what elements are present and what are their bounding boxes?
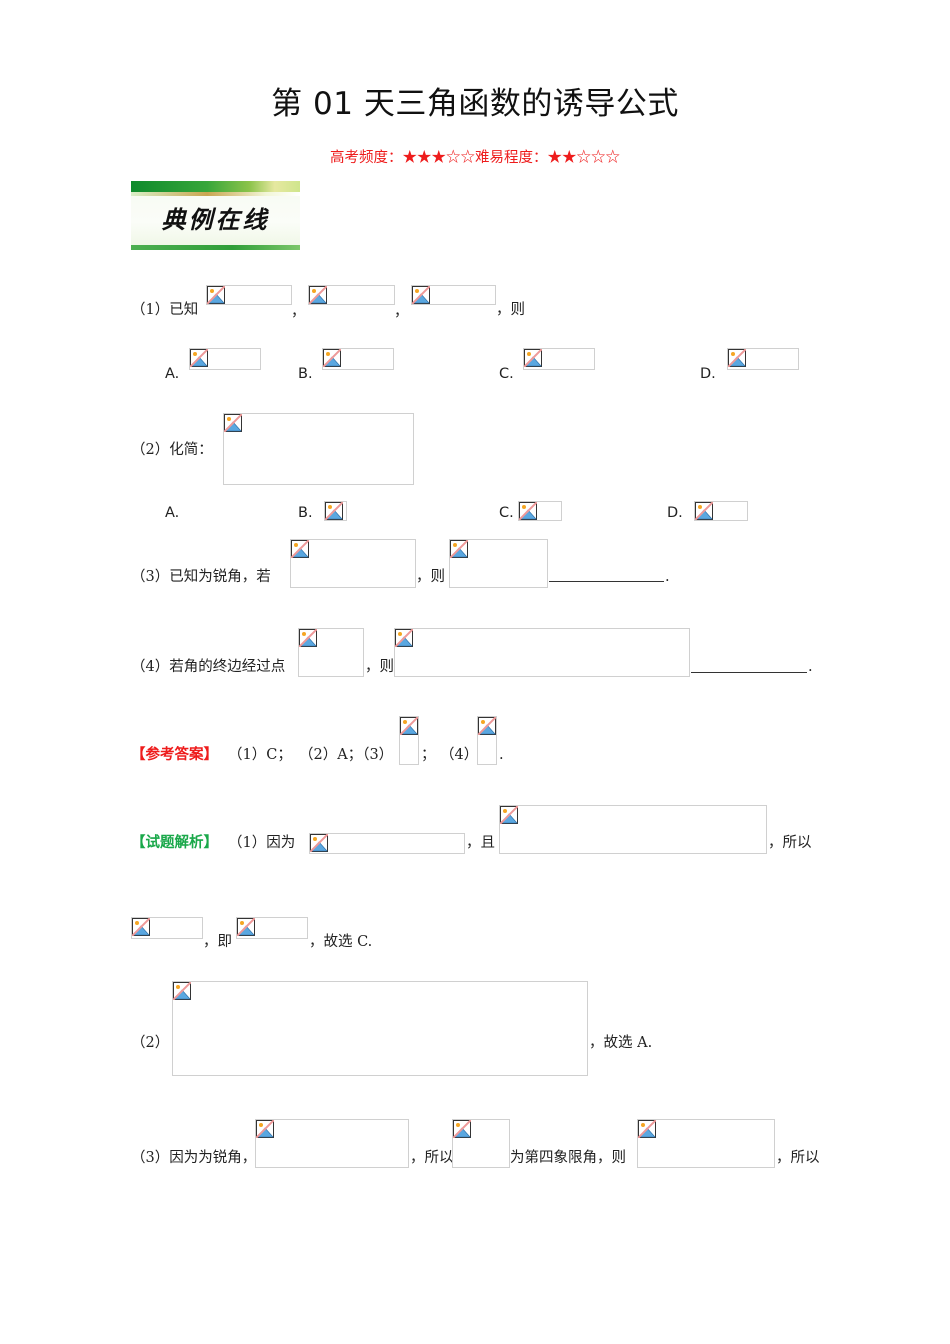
broken-image-icon — [728, 349, 746, 367]
q1-sep1: ， — [291, 304, 306, 320]
formula-image — [322, 348, 394, 370]
q4-mid: ，则 — [365, 659, 394, 675]
answer-part1: （1）C； — [228, 747, 292, 763]
broken-image-icon — [325, 502, 343, 520]
formula-image — [477, 716, 497, 765]
broken-image-icon — [695, 502, 713, 520]
broken-image-icon — [524, 349, 542, 367]
analysis-p3-mid2: 为第四象限角，则 — [510, 1150, 626, 1166]
broken-image-icon — [453, 1120, 471, 1138]
analysis-label: 【试题解析】 — [131, 835, 218, 851]
formula-image — [309, 833, 465, 854]
broken-image-icon — [500, 806, 518, 824]
q1-suffix: ，则 — [496, 302, 525, 318]
broken-image-icon — [299, 629, 317, 647]
q2-option-a: A. — [165, 505, 180, 521]
banner-gold-stripe — [131, 192, 300, 196]
difficulty-meta: 高考频度：★★★☆☆难易程度：★★☆☆☆ — [330, 150, 620, 166]
analysis-p1-prefix: （1）因为 — [228, 835, 296, 851]
broken-image-icon — [173, 982, 191, 1000]
q3-mid: ，则 — [416, 569, 445, 585]
formula-image — [206, 285, 292, 305]
broken-image-icon — [132, 918, 150, 936]
broken-image-icon — [395, 629, 413, 647]
broken-image-icon — [519, 502, 537, 520]
analysis-p3-mid1: ，所以 — [410, 1150, 454, 1166]
q4-end: . — [808, 659, 813, 675]
broken-image-icon — [207, 286, 225, 304]
q1-option-b: B. — [298, 366, 313, 382]
q4-prefix: （4）若角的终边经过点 — [131, 659, 286, 675]
formula-image — [189, 348, 261, 370]
q2-prefix: （2）化简： — [131, 442, 213, 458]
broken-image-icon — [190, 349, 208, 367]
answer-blank — [549, 581, 664, 582]
banner-title: 典例在线 — [161, 205, 270, 234]
formula-image — [449, 539, 548, 588]
answer-sep: ； — [421, 747, 436, 763]
formula-image — [523, 348, 595, 370]
formula-image — [694, 501, 748, 521]
analysis-p2-prefix: （2） — [131, 1035, 170, 1051]
analysis-p3-prefix: （3）因为为锐角， — [131, 1150, 257, 1166]
formula-image — [399, 716, 419, 765]
q1-option-a: A. — [165, 366, 180, 382]
formula-image — [290, 539, 416, 588]
formula-image — [131, 917, 203, 939]
broken-image-icon — [412, 286, 430, 304]
answer-part2: （2）A；（3） — [299, 747, 394, 763]
formula-image — [499, 805, 767, 854]
analysis-p3-end: ，所以 — [776, 1150, 820, 1166]
q2-option-c: C. — [499, 505, 514, 521]
formula-image — [452, 1119, 510, 1168]
banner-bottom-stripe — [131, 245, 300, 250]
q1-prefix: （1）已知 — [131, 302, 199, 318]
analysis-p1-line2-mid: ，即 — [203, 934, 232, 950]
q1-option-d: D. — [700, 366, 716, 382]
analysis-p1-mid: ，且 — [466, 835, 495, 851]
formula-image — [298, 628, 364, 677]
broken-image-icon — [291, 540, 309, 558]
formula-image — [172, 981, 588, 1076]
q2-option-b: B. — [298, 505, 313, 521]
q3-end: . — [665, 569, 670, 585]
formula-image — [727, 348, 799, 370]
section-banner: 典例在线 — [131, 181, 300, 250]
answer-end: . — [499, 747, 504, 763]
broken-image-icon — [237, 918, 255, 936]
q3-prefix: （3）已知为锐角，若 — [131, 569, 271, 585]
broken-image-icon — [309, 286, 327, 304]
formula-image — [637, 1119, 775, 1168]
q1-sep2: ， — [394, 304, 409, 320]
formula-image — [411, 285, 496, 305]
formula-image — [394, 628, 690, 677]
broken-image-icon — [224, 414, 242, 432]
analysis-p1-line2-end: ，故选 C. — [309, 934, 373, 950]
formula-image — [308, 285, 395, 305]
broken-image-icon — [400, 717, 418, 735]
broken-image-icon — [450, 540, 468, 558]
formula-image — [324, 501, 347, 521]
formula-image — [236, 917, 308, 939]
page-title: 第 01 天三角函数的诱导公式 — [271, 86, 679, 122]
formula-image — [255, 1119, 409, 1168]
broken-image-icon — [638, 1120, 656, 1138]
answer-part4: （4） — [440, 747, 479, 763]
formula-image — [518, 501, 562, 521]
broken-image-icon — [256, 1120, 274, 1138]
broken-image-icon — [310, 834, 328, 852]
formula-image — [223, 413, 414, 485]
analysis-p1-suffix: ，所以 — [768, 835, 812, 851]
analysis-p2-end: ，故选 A. — [589, 1035, 653, 1051]
answer-blank — [691, 672, 807, 673]
answer-label: 【参考答案】 — [131, 747, 218, 763]
q2-option-d: D. — [667, 505, 683, 521]
broken-image-icon — [323, 349, 341, 367]
banner-top-stripe — [131, 181, 300, 192]
broken-image-icon — [478, 717, 496, 735]
q1-option-c: C. — [499, 366, 514, 382]
